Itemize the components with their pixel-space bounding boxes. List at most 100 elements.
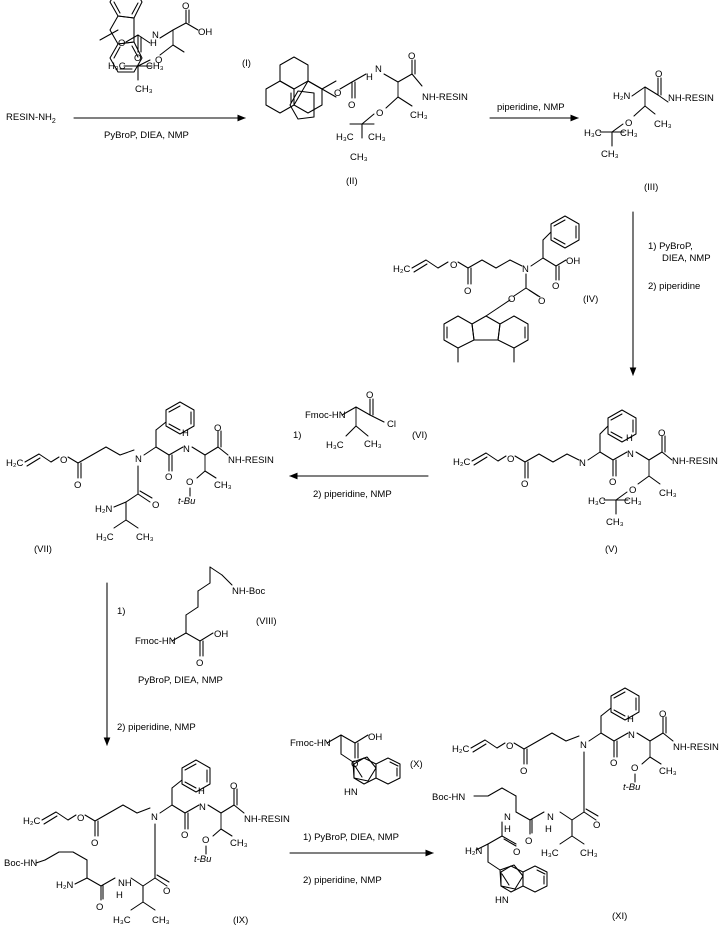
svg-text:N: N	[151, 812, 158, 823]
svg-text:H₂N: H₂N	[465, 846, 483, 857]
resin-nh2: RESIN-NH2	[6, 112, 56, 125]
svg-text:N: N	[199, 802, 206, 813]
svg-text:O: O	[659, 709, 666, 720]
svg-text:Fmoc-HN: Fmoc-HN	[305, 410, 346, 421]
svg-text:NH-RESIN: NH-RESIN	[668, 93, 714, 104]
svg-text:NH-RESIN: NH-RESIN	[422, 92, 468, 103]
svg-text:H₃C: H₃C	[584, 128, 602, 139]
svg-text:O: O	[525, 836, 532, 847]
svg-text:CH₃: CH₃	[410, 110, 428, 121]
svg-text:OH: OH	[198, 27, 212, 38]
label-VIII: (VIII)	[256, 616, 277, 627]
svg-text:CH₃: CH₃	[135, 84, 153, 95]
svg-text:OH: OH	[566, 256, 580, 267]
svg-text:O: O	[506, 741, 513, 752]
compound-V: H₂C O O N O H N O NH-RESIN CH₃ O	[453, 409, 718, 555]
compound-IX: H₂C O O N O N H O NH-RESIN CH₃ O	[4, 759, 290, 926]
svg-text:O: O	[230, 781, 237, 792]
svg-text:NH: NH	[118, 878, 132, 889]
svg-text:DIEA, NMP: DIEA, NMP	[662, 253, 711, 264]
svg-text:OH: OH	[368, 732, 382, 743]
svg-text:N: N	[579, 458, 586, 469]
label-I: (I)	[242, 58, 251, 69]
svg-text:H: H	[182, 428, 189, 439]
svg-text:H₃C: H₃C	[96, 532, 114, 543]
svg-text:O: O	[163, 886, 170, 897]
label-IV: (IV)	[583, 294, 598, 305]
svg-text:NH-RESIN: NH-RESIN	[672, 456, 718, 467]
svg-text:2) piperidine, NMP: 2) piperidine, NMP	[303, 875, 382, 886]
svg-text:O: O	[552, 281, 559, 292]
compound-VIII: Fmoc-HN O OH NH-Boc (VIII)	[135, 566, 277, 669]
compound-X: Fmoc-HN O OH HN (X)	[290, 732, 423, 798]
conditions-2: piperidine, NMP	[497, 102, 565, 113]
svg-text:N: N	[375, 64, 382, 75]
svg-text:O: O	[351, 759, 358, 770]
svg-text:H₃C: H₃C	[588, 496, 606, 507]
svg-text:N: N	[547, 812, 554, 823]
svg-text:O: O	[74, 480, 81, 491]
svg-text:H₃C: H₃C	[108, 61, 126, 72]
svg-text:H: H	[626, 433, 633, 444]
svg-text:O: O	[610, 758, 617, 769]
svg-text:O: O	[186, 477, 193, 488]
svg-text:N: N	[628, 730, 635, 741]
compound-III: H₂N O NH-RESIN CH₃ O H₃C CH₃ CH₃ (III)	[584, 69, 714, 193]
svg-text:Boc-HN: Boc-HN	[4, 858, 37, 869]
svg-text:O: O	[118, 38, 125, 49]
svg-text:H: H	[545, 824, 552, 835]
svg-text:O: O	[609, 477, 616, 488]
svg-text:CH₃: CH₃	[364, 439, 382, 450]
svg-text:CH₃: CH₃	[230, 838, 248, 849]
svg-text:O: O	[625, 118, 632, 129]
svg-text:H: H	[366, 72, 373, 83]
svg-text:H₂N: H₂N	[56, 880, 74, 891]
svg-text:O: O	[348, 100, 355, 111]
compound-II: O O H N O NH-RESIN CH₃ O H₃C CH₃ CH₃ (II…	[265, 51, 468, 187]
svg-text:O: O	[507, 454, 514, 465]
svg-text:N: N	[522, 264, 529, 275]
svg-text:O: O	[181, 830, 188, 841]
svg-text:HN: HN	[495, 895, 509, 906]
svg-text:O: O	[521, 479, 528, 490]
svg-text:O: O	[60, 455, 67, 466]
svg-text:NH-Boc: NH-Boc	[232, 586, 266, 597]
svg-text:N: N	[135, 454, 142, 465]
svg-text:O: O	[165, 472, 172, 483]
compound-XI: H₂C O O N O N H O NH-RESIN CH₃ O	[432, 687, 719, 922]
svg-text:CH₃: CH₃	[350, 152, 368, 163]
label-V: (V)	[605, 544, 618, 555]
svg-text:CH₃: CH₃	[136, 532, 154, 543]
svg-text:H₂C: H₂C	[452, 744, 470, 755]
svg-text:O: O	[152, 500, 159, 511]
svg-text:CH₃: CH₃	[152, 915, 170, 926]
svg-text:CH₃: CH₃	[624, 496, 642, 507]
svg-text:2) piperidine: 2) piperidine	[648, 281, 700, 292]
svg-text:NH-RESIN: NH-RESIN	[673, 742, 719, 753]
svg-text:CH₃: CH₃	[654, 119, 672, 130]
svg-text:CH₃: CH₃	[659, 488, 677, 499]
svg-text:O: O	[464, 286, 471, 297]
svg-text:O: O	[376, 108, 383, 119]
svg-text:OH: OH	[214, 629, 228, 640]
label-VII: (VII)	[34, 544, 52, 555]
svg-text:O: O	[631, 763, 638, 774]
svg-text:Cl: Cl	[387, 419, 396, 430]
svg-text:O: O	[513, 847, 520, 858]
label-III: (III)	[644, 182, 658, 193]
svg-text:O: O	[196, 658, 203, 669]
svg-text:t-Bu: t-Bu	[623, 782, 641, 793]
svg-text:H₂C: H₂C	[393, 264, 411, 275]
svg-text:H₃C: H₃C	[326, 440, 344, 451]
svg-text:H: H	[627, 714, 634, 725]
label-X: (X)	[410, 759, 423, 770]
svg-text:CH₃: CH₃	[368, 132, 386, 143]
svg-text:N: N	[183, 444, 190, 455]
svg-text:N: N	[580, 740, 587, 751]
svg-text:2) piperidine, NMP: 2) piperidine, NMP	[117, 722, 196, 733]
svg-text:t-Bu: t-Bu	[194, 854, 212, 865]
svg-text:O: O	[96, 902, 103, 913]
svg-text:CH₃: CH₃	[620, 128, 638, 139]
svg-text:1): 1)	[293, 430, 301, 441]
